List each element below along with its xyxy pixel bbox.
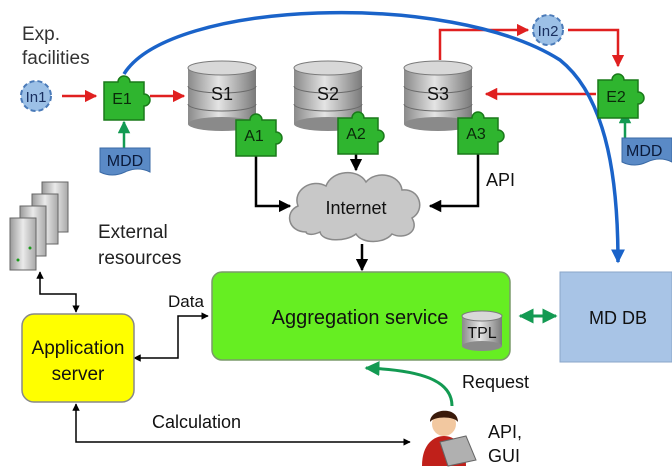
exp-facilities-label-2: facilities: [22, 48, 90, 69]
user-api-label: API,: [488, 422, 522, 442]
gear-icon: In1: [20, 80, 52, 112]
application-server-box: Application server: [21, 313, 135, 403]
calculation-label: Calculation: [152, 412, 241, 432]
user-with-laptop-icon: [422, 410, 477, 467]
mdd-left-label: MDD: [107, 153, 143, 170]
external-resources-label-1: External: [98, 222, 168, 243]
aggregation-service-label: Aggregation service: [272, 307, 449, 329]
user-gui-label: GUI: [488, 446, 520, 466]
storage-s3: S3: [403, 60, 473, 131]
storage-s2: S2: [293, 60, 363, 131]
in1-label: In1: [26, 89, 47, 106]
s2-label: S2: [317, 84, 339, 104]
api-top-label: API: [486, 170, 515, 190]
e1-label: E1: [112, 91, 132, 108]
exp-facilities-label-1: Exp.: [22, 24, 60, 45]
s3-label: S3: [427, 84, 449, 104]
request-label: Request: [462, 372, 529, 392]
arrow-request: [364, 361, 454, 407]
application-server-label-2: server: [52, 364, 105, 385]
cloud-icon: Internet: [288, 172, 421, 243]
in2-label: In2: [538, 23, 559, 40]
arrow-calculation: [72, 403, 411, 446]
md-db-label: MD DB: [589, 308, 647, 328]
s1-label: S1: [211, 84, 233, 104]
puzzle-icon-a3: A3: [457, 111, 505, 155]
arrow-a1-to-internet: [254, 148, 292, 213]
internet-label: Internet: [325, 198, 386, 218]
md-db-box: MD DB: [559, 271, 672, 363]
e2-label: E2: [606, 89, 626, 106]
data-label: Data: [168, 292, 204, 311]
arrow-e1-to-mddb: [122, 10, 625, 264]
server-stack-icon: [9, 181, 69, 271]
external-resources-label-2: resources: [98, 248, 181, 269]
puzzle-icon-a1: A1: [235, 113, 283, 157]
tpl-label: TPL: [467, 325, 496, 342]
arrow-s3-to-in2: [438, 23, 530, 60]
arrow-a3-to-internet: [428, 148, 480, 213]
a3-label: A3: [466, 126, 486, 143]
a1-label: A1: [244, 128, 264, 145]
puzzle-icon-e2: E2: [597, 73, 645, 119]
arrow-external: [36, 271, 80, 313]
arrow-in2-to-e2: [568, 28, 625, 68]
arrow-data: [133, 312, 209, 362]
application-server-label-1: Application: [32, 338, 125, 359]
puzzle-icon-a2: A2: [337, 111, 385, 155]
mdd-right-label: MDD: [626, 143, 662, 160]
mdd-document-right: MDD: [621, 137, 672, 166]
a2-label: A2: [346, 126, 366, 143]
aggregation-service-box: Aggregation service TPL: [211, 271, 511, 361]
mdd-document-left: MDD: [99, 147, 151, 176]
puzzle-icon-e1: E1: [103, 75, 151, 121]
gear-icon: In2: [532, 14, 564, 46]
tpl-storage-icon: TPL: [461, 310, 503, 351]
